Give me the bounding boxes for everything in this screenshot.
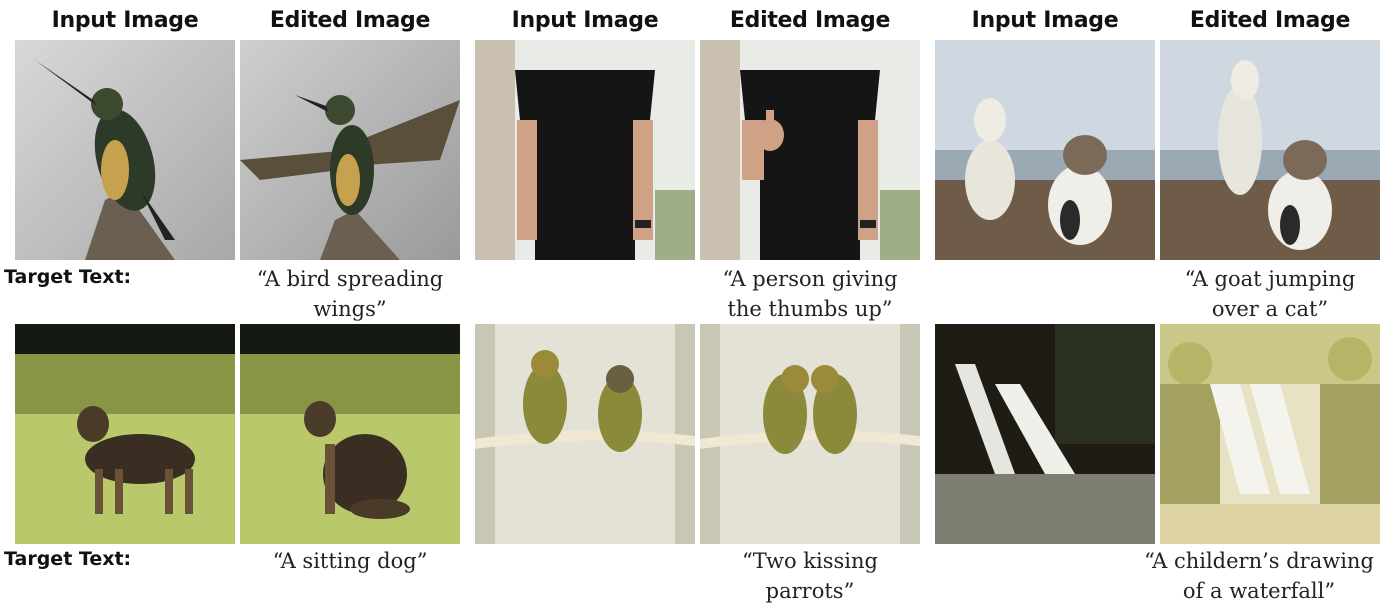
- caption-goat-line2: over a cat”: [1211, 297, 1329, 321]
- parrots-edited-image: [700, 324, 920, 544]
- goat-cat-input-image: [935, 40, 1155, 260]
- caption-bird-line1: “A bird spreading: [256, 267, 444, 291]
- dog-input-image: [15, 324, 235, 544]
- header-input-image-1: Input Image: [51, 8, 199, 33]
- target-text-label-row2: Target Text:: [4, 548, 132, 570]
- caption-person-line1: “A person giving: [722, 267, 898, 291]
- header-edited-image-2: Edited Image: [729, 8, 891, 33]
- caption-parrots-line2: parrots”: [765, 579, 855, 603]
- header-edited-image-3: Edited Image: [1189, 8, 1351, 33]
- caption-waterfall-line2: of a waterfall”: [1182, 579, 1336, 603]
- caption-person-line2: the thumbs up”: [727, 297, 893, 321]
- person-input-image: [475, 40, 695, 260]
- caption-waterfall-line1: “A childern’s drawing: [1144, 549, 1374, 573]
- waterfall-edited-image: [1160, 324, 1380, 544]
- caption-dog-line1: “A sitting dog”: [272, 549, 428, 573]
- caption-parrots-line1: “Two kissing: [742, 549, 878, 573]
- dog-edited-image: [240, 324, 460, 544]
- caption-parrots: “Two kissing parrots”: [675, 546, 945, 606]
- caption-goat-line1: “A goat jumping: [1184, 267, 1356, 291]
- caption-goat: “A goat jumping over a cat”: [1135, 264, 1400, 324]
- header-input-image-3: Input Image: [971, 8, 1119, 33]
- caption-person: “A person giving the thumbs up”: [675, 264, 945, 324]
- caption-dog: “A sitting dog”: [215, 546, 485, 576]
- goat-cat-edited-image: [1160, 40, 1380, 260]
- kingfisher-edited-image: [240, 40, 460, 260]
- waterfall-input-image: [935, 324, 1155, 544]
- target-text-label-row1: Target Text:: [4, 266, 132, 288]
- caption-bird-line2: wings”: [313, 297, 387, 321]
- caption-waterfall: “A childern’s drawing of a waterfall”: [1120, 546, 1398, 606]
- header-input-image-2: Input Image: [511, 8, 659, 33]
- person-edited-image: [700, 40, 920, 260]
- parrots-input-image: [475, 324, 695, 544]
- header-edited-image-1: Edited Image: [269, 8, 431, 33]
- caption-bird: “A bird spreading wings”: [215, 264, 485, 324]
- kingfisher-input-image: [15, 40, 235, 260]
